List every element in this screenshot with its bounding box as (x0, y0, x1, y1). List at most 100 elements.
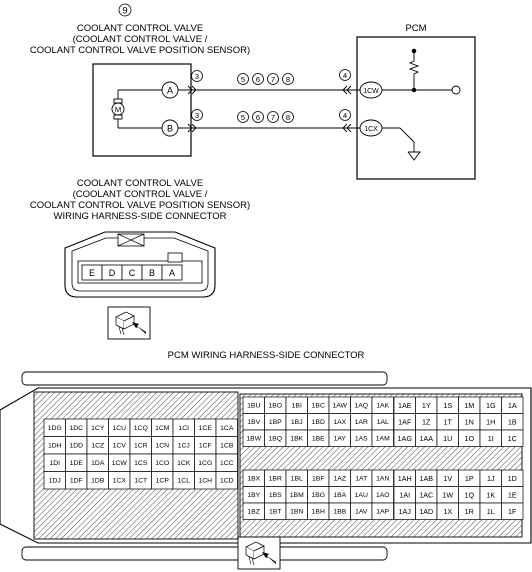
svg-text:C: C (129, 268, 136, 278)
valve-pin-b-label: B (167, 124, 173, 134)
pcm-pin-label: 1CI (178, 425, 189, 432)
svg-text:6: 6 (256, 113, 260, 122)
svg-text:4: 4 (343, 71, 347, 80)
pcm-label: PCM (405, 23, 426, 34)
pcm-pin-label: 1AT (355, 476, 367, 483)
pcm-pin-label: 1DJ (49, 478, 61, 485)
pcm-pin-label: 1Y (422, 401, 431, 410)
pcm-pin-label: 1CR (134, 443, 148, 450)
pcm-pin-label: 1AB (419, 474, 433, 483)
pcm-pin-label: 1J (487, 474, 495, 483)
pcm-pin-label: 1CG (198, 460, 212, 467)
pcm-pin-label: 1D (508, 474, 517, 483)
pcm-box (356, 36, 476, 180)
valve-connector-title-1: COOLANT CONTROL VALVE (77, 178, 203, 189)
pcm-pin-label: 1AQ (354, 403, 368, 410)
pcm-pin-label: 1BK (290, 436, 303, 443)
pcm-pin-cell (371, 429, 394, 447)
pcm-pin-label: 1DI (49, 460, 60, 467)
pcm-pin-label: 1BH (312, 509, 325, 516)
pcm-pin-label: 1AD (419, 507, 433, 516)
svg-text:5: 5 (241, 75, 245, 84)
pcm-pin-label: 1BW (246, 436, 261, 443)
pcm-pin-label: 1DB (91, 478, 105, 485)
svg-text:D: D (109, 268, 116, 278)
pcm-pin-label: 1AS (355, 436, 368, 443)
pcm-pin-label: 1AJ (399, 507, 412, 516)
pcm-pin-label: 1K (486, 490, 495, 499)
pcm-pin-label: 1T (444, 417, 453, 426)
pcm-pin-label: 1DF (70, 478, 83, 485)
pcm-pin-label: 1BU (247, 403, 260, 410)
pcm-pin-label: 1CY (91, 425, 105, 432)
pcm-pin-1cw-label: 1CW (363, 88, 379, 95)
pcm-pin-label: 1AU (355, 492, 368, 499)
pcm-pin-label: 1AH (398, 474, 412, 483)
pcm-pin-label: 1M (464, 401, 474, 410)
pcm-pin-label: 1DH (48, 443, 62, 450)
svg-text:B: B (149, 268, 155, 278)
pcm-pin-label: 1AY (334, 436, 347, 443)
pcm-pin-label: 1CU (112, 425, 126, 432)
component-title-1: COOLANT CONTROL VALVE (77, 23, 203, 34)
pcm-pin-label: 1AO (376, 492, 390, 499)
pcm-pin-label: 1X (443, 507, 452, 516)
pcm-pin-label: 1G (486, 401, 496, 410)
pcm-pin-label: 1BQ (268, 436, 282, 443)
pcm-pin-label: 1CX (113, 478, 127, 485)
pcm-pin-label: 1BB (333, 509, 346, 516)
pcm-pin-cell (371, 502, 394, 520)
pcm-pin-cell (501, 502, 524, 520)
pcm-connector-title: PCM WIRING HARNESS-SIDE CONNECTOR (168, 350, 365, 361)
pcm-pin-label: 1BM (290, 492, 304, 499)
pcm-pin-label: 1N (465, 417, 474, 426)
pcm-pin-label: 1AN (376, 476, 389, 483)
pcm-pin-label: 1E (508, 490, 517, 499)
pcm-internal-circuit (382, 48, 461, 161)
svg-text:6: 6 (256, 75, 260, 84)
pcm-pin-label: 1CB (220, 443, 234, 450)
pcm-pin-label: 1B (508, 417, 517, 426)
pcm-pin-label: 1BP (269, 419, 282, 426)
pcm-pin-label: 1DA (91, 460, 105, 467)
pcm-pin-label: 1BO (268, 403, 282, 410)
pcm-pin-label: 1CF (199, 443, 212, 450)
pcm-view-direction-icon (237, 536, 281, 570)
pcm-pin-label: 1CN (155, 443, 169, 450)
pcm-pin-label: 1BD (312, 419, 325, 426)
pcm-pin-label: 1V (443, 474, 452, 483)
pcm-pin-label: 1Z (422, 417, 431, 426)
pcm-pin-label: 1L (487, 507, 495, 516)
valve-connector-title-4: WIRING HARNESS-SIDE CONNECTOR (54, 211, 227, 222)
pcm-pin-label: 1CL (178, 478, 191, 485)
pcm-pin-label: 1CO (155, 460, 169, 467)
pcm-pin-label: 1DG (48, 425, 62, 432)
pcm-pin-label: 1DE (70, 460, 84, 467)
pcm-pin-label: 1H (486, 417, 495, 426)
pcm-pin-label: 1CW (112, 460, 128, 467)
pcm-pin-label: 1U (443, 434, 452, 443)
pcm-pin-label: 1P (465, 474, 474, 483)
pcm-pin-label: 1BL (291, 476, 303, 483)
pcm-pin-label: 1Q (464, 490, 474, 499)
valve-connector-drawing (64, 231, 216, 298)
pcm-pin-label: 1AX (333, 419, 346, 426)
pcm-pin-label: 1AL (377, 419, 389, 426)
pcm-pin-label: 1BZ (248, 509, 260, 516)
svg-text:3: 3 (195, 111, 199, 120)
pcm-pin-label: 1CM (155, 425, 170, 432)
pcm-pin-label: 1BA (333, 492, 346, 499)
pcm-pin-label: 1BJ (291, 419, 303, 426)
pcm-pin-label: 1AC (419, 490, 433, 499)
pcm-pin-label: 1BI (292, 403, 302, 410)
pcm-pin-label: 1DD (69, 443, 83, 450)
svg-text:A: A (169, 268, 175, 278)
pcm-pin-label: 1BY (247, 492, 260, 499)
pcm-pin-label: 1BX (247, 476, 260, 483)
pcm-pin-label: 1O (464, 434, 474, 443)
pcm-pin-label: 1AR (355, 419, 368, 426)
svg-text:4: 4 (343, 111, 347, 120)
pcm-pin-1cx-label: 1CX (364, 126, 378, 133)
